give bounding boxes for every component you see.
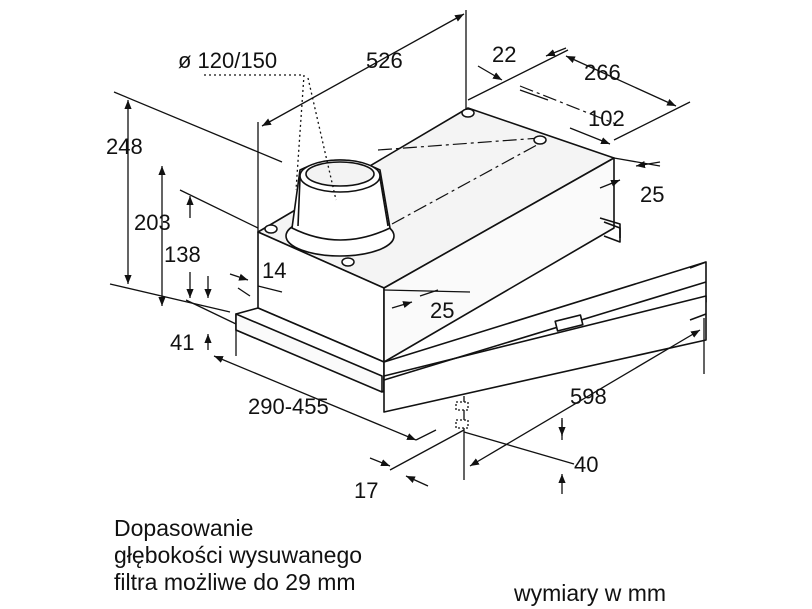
note-line-3: filtra możliwe do 29 mm bbox=[114, 569, 356, 595]
label-290-455: 290-455 bbox=[248, 394, 329, 419]
label-102: 102 bbox=[588, 106, 625, 131]
label-25-right: 25 bbox=[640, 182, 664, 207]
hood-side-face bbox=[383, 157, 615, 363]
label-598: 598 bbox=[570, 384, 607, 409]
note-line-2: głębokości wysuwanego bbox=[114, 542, 363, 568]
note-line-1: Dopasowanie bbox=[114, 515, 254, 541]
label-203: 203 bbox=[134, 210, 171, 235]
label-22: 22 bbox=[492, 42, 516, 67]
label-248: 248 bbox=[106, 134, 143, 159]
label-25-front: 25 bbox=[430, 298, 454, 323]
duct-collar bbox=[285, 159, 395, 257]
filter-depth-note: Dopasowanie głębokości wysuwanego filtra… bbox=[114, 515, 444, 596]
label-17: 17 bbox=[354, 478, 378, 503]
label-138: 138 bbox=[164, 242, 201, 267]
dimension-labels: ø 120/150 526 22 266 102 248 203 138 14 … bbox=[106, 42, 664, 503]
label-40: 40 bbox=[574, 452, 598, 477]
label-526: 526 bbox=[366, 48, 403, 73]
label-266: 266 bbox=[584, 60, 621, 85]
units-note: wymiary w mm bbox=[514, 580, 667, 606]
label-41: 41 bbox=[170, 330, 194, 355]
dimension-lines bbox=[109, 10, 705, 494]
label-14: 14 bbox=[262, 258, 286, 283]
label-duct-diameter: ø 120/150 bbox=[178, 48, 277, 73]
